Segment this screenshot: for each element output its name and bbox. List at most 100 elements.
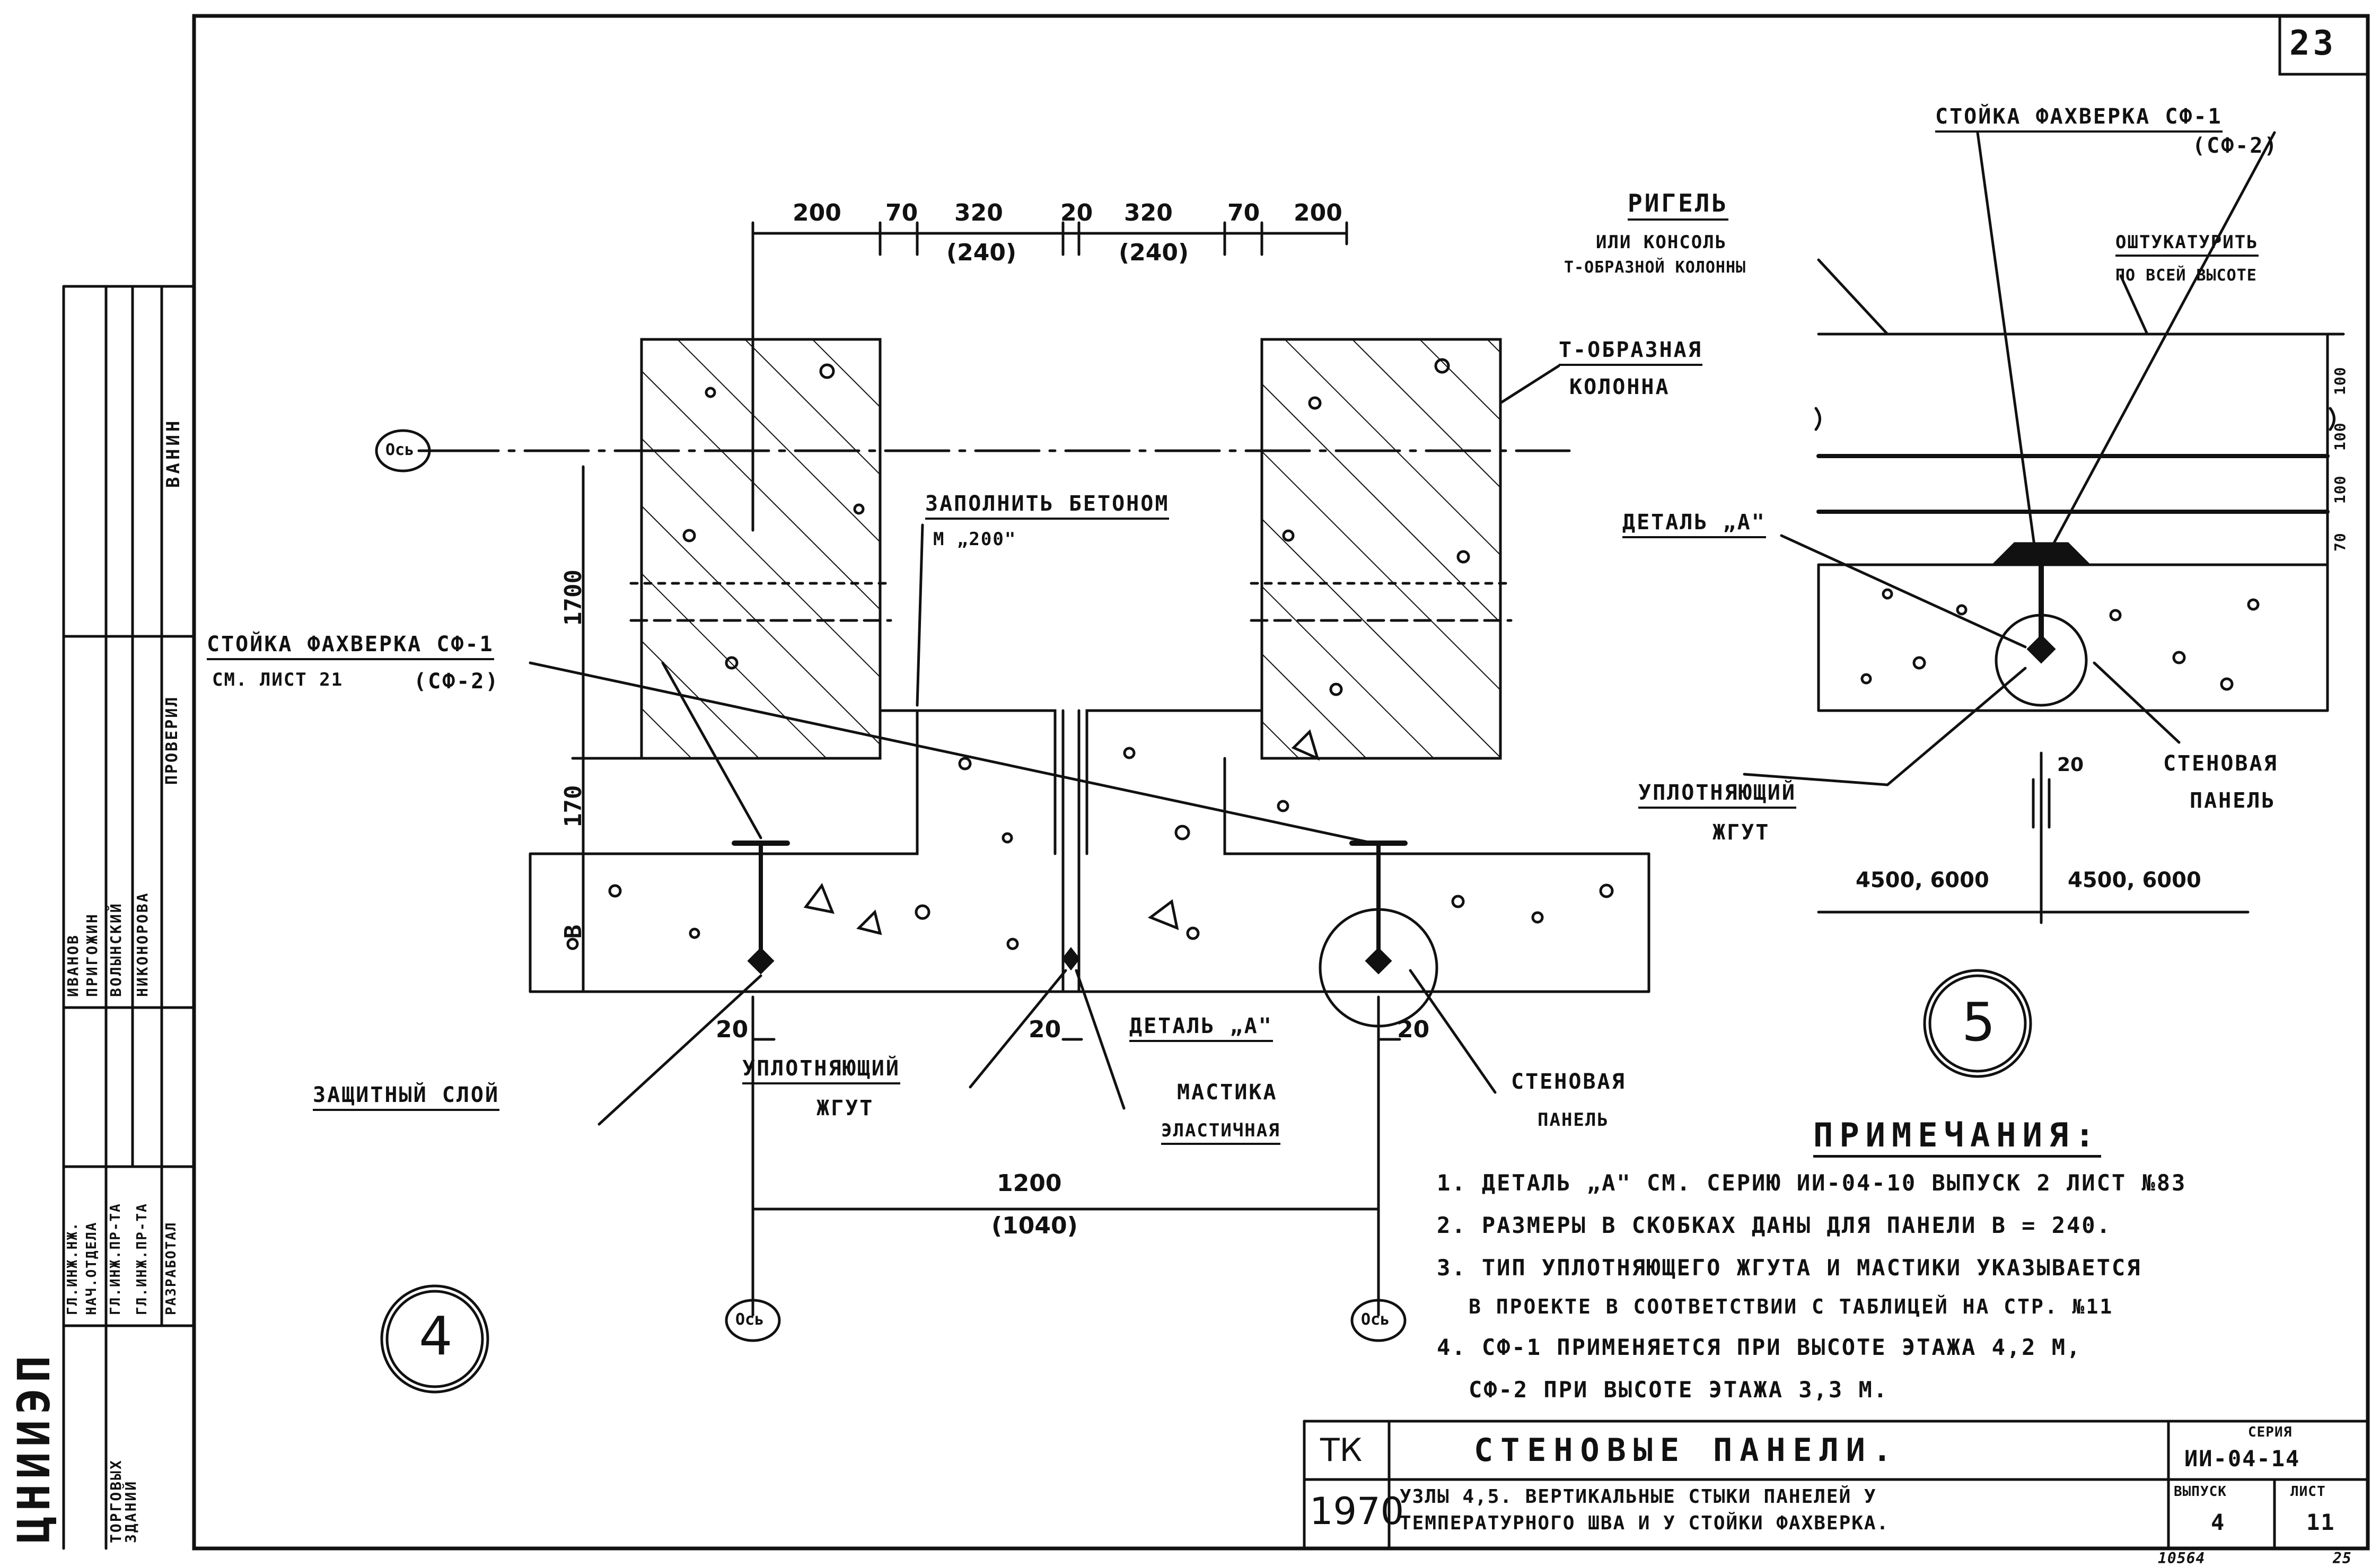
d5-label-panel-2: ПАНЕЛЬ xyxy=(2190,789,2276,813)
dim-320-left: 320 xyxy=(954,199,1003,226)
d5-span-right: 4500, 6000 xyxy=(2068,868,2201,892)
label-seal-1: УПЛОТНЯЮЩИЙ xyxy=(742,1058,900,1084)
dim-20-mid: 20 xyxy=(1060,199,1093,226)
issue-label: ВЫПУСК xyxy=(2174,1484,2227,1500)
d5-label-post-alt: (СФ-2) xyxy=(2192,134,2279,158)
dim-320-right: 320 xyxy=(1124,199,1173,226)
strip-role-2: ГЛ.ИНЖ.ПР-ТА xyxy=(108,1203,124,1315)
left-strip-grid xyxy=(62,285,196,1550)
sheet-subtitle-2: ТЕМПЕРАТУРНОГО ШВА И У СТОЙКИ ФАХВЕРКА. xyxy=(1400,1512,1890,1534)
label-t-column-1: Т-ОБРАЗНАЯ xyxy=(1559,339,1702,366)
bottom-left-number: 10564 xyxy=(2158,1550,2206,1567)
label-seal-2: ЖГУТ xyxy=(816,1096,874,1120)
dim-200-right: 200 xyxy=(1294,199,1342,226)
detail-5-number: 5 xyxy=(1962,991,1996,1053)
sheet-title: СТЕНОВЫЕ ПАНЕЛИ. xyxy=(1474,1432,1899,1469)
dim-200-left: 200 xyxy=(793,199,841,226)
axis-bubble-top xyxy=(375,429,431,472)
org-name: ЦНИИЭП xyxy=(8,1350,60,1543)
strip-name-1: ПРИГОЖИН xyxy=(83,913,101,997)
strip-name-3: НИКОНОРОВА xyxy=(134,891,151,997)
dim-1200: 1200 xyxy=(997,1170,1062,1197)
dim-240-right: (240) xyxy=(1119,239,1189,266)
strip-role-1: НАЧ.ОТДЕЛА xyxy=(84,1221,100,1315)
sheet-subtitle-1: УЗЛЫ 4,5. ВЕРТИКАЛЬНЫЕ СТЫКИ ПАНЕЛЕЙ У xyxy=(1400,1486,1877,1508)
title-block-grid xyxy=(1303,1420,2369,1550)
d5-label-plaster-1: ОШТУКАТУРИТЬ xyxy=(2115,233,2259,257)
dim-70-left: 70 xyxy=(885,199,918,226)
title-code: ТК xyxy=(1320,1432,1363,1469)
dim-240-left: (240) xyxy=(946,239,1017,266)
sheet-label: ЛИСТ xyxy=(2290,1484,2326,1500)
bottom-right-number: 25 xyxy=(2333,1550,2352,1567)
strip-role-0: ГЛ.ИНЖ.НЖ. xyxy=(65,1221,81,1315)
d5-dim-20: 20 xyxy=(2057,754,2084,776)
d5-label-post-1: СТОЙКА ФАХВЕРКА СФ-1 xyxy=(1935,106,2223,133)
title-year: 1970 xyxy=(1310,1490,1404,1533)
note-4-cont: СФ-2 ПРИ ВЫСОТЕ ЭТАЖА 3,3 М. xyxy=(1469,1377,1889,1403)
label-mastic-1: МАСТИКА xyxy=(1177,1080,1278,1105)
d5-label-rigel-1: РИГЕЛЬ xyxy=(1628,191,1729,221)
d5-dim-100-b: 100 xyxy=(2331,422,2349,451)
sheet-frame xyxy=(192,14,2370,1551)
dim-1700: 1700 xyxy=(560,570,587,626)
label-fill-grade: М „200" xyxy=(933,529,1017,550)
note-4: 4. СФ-1 ПРИМЕНЯЕТСЯ ПРИ ВЫСОТЕ ЭТАЖА 4,2… xyxy=(1437,1334,2082,1360)
d5-span-left: 4500, 6000 xyxy=(1856,868,1989,892)
strip-role-3: ГЛ.ИНЖ.ПР-ТА xyxy=(134,1203,150,1315)
note-3: 3. ТИП УПЛОТНЯЮЩЕГО ЖГУТА И МАСТИКИ УКАЗ… xyxy=(1437,1255,2142,1281)
series-label: СЕРИЯ xyxy=(2248,1424,2293,1440)
note-2: 2. РАЗМЕРЫ В СКОБКАХ ДАНЫ ДЛЯ ПАНЕЛИ В =… xyxy=(1437,1212,2112,1238)
label-mastic-2: ЭЛАСТИЧНАЯ xyxy=(1161,1122,1280,1145)
d5-dim-100-c: 100 xyxy=(2331,475,2349,504)
axis-bubble-left xyxy=(725,1299,781,1342)
d5-dim-100-a: 100 xyxy=(2331,366,2349,395)
d5-label-rigel-3: Т-ОБРАЗНОЙ КОЛОННЫ xyxy=(1564,258,1746,277)
detail-4-circle xyxy=(380,1284,489,1394)
dim-b: В xyxy=(560,924,587,939)
note-1: 1. ДЕТАЛЬ „А" СМ. СЕРИЮ ИИ-04-10 ВЫПУСК … xyxy=(1437,1170,2187,1196)
strip-name-2: ВОЛЫНСКИЙ xyxy=(107,902,125,997)
d5-dim-70: 70 xyxy=(2331,532,2349,551)
label-panel-2: ПАНЕЛЬ xyxy=(1538,1109,1609,1131)
label-post-1: СТОЙКА ФАХВЕРКА СФ-1 xyxy=(207,634,494,660)
label-post-2: СМ. ЛИСТ 21 xyxy=(212,669,344,690)
d5-label-panel-1: СТЕНОВАЯ xyxy=(2163,751,2278,776)
label-fill-concrete: ЗАПОЛНИТЬ БЕТОНОМ xyxy=(925,493,1170,520)
detail-4-drawing xyxy=(417,221,1650,1317)
dim-20-c: 20 xyxy=(1397,1016,1430,1043)
detail-5-drawing xyxy=(1743,131,2345,924)
dim-1040: (1040) xyxy=(991,1212,1078,1239)
label-detail-a: ДЕТАЛЬ „А" xyxy=(1129,1016,1273,1042)
sheet-value: 11 xyxy=(2306,1509,2335,1535)
strip-top-label: ВАНИН xyxy=(163,417,184,488)
axis-label-left: Ось xyxy=(735,1310,765,1329)
strip-name-0: ИВАНОВ xyxy=(64,933,82,997)
axis-label-top: Ось xyxy=(385,441,415,459)
d5-label-plaster-2: ПО ВСЕЙ ВЫСОТЕ xyxy=(2115,266,2257,285)
note-3-cont: В ПРОЕКТЕ В СООТВЕТСТВИИ С ТАБЛИЦЕЙ НА С… xyxy=(1469,1295,2114,1318)
dim-70-right: 70 xyxy=(1227,199,1260,226)
dim-170: 170 xyxy=(560,785,587,827)
org-subtitle: ТОРГОВЫХ ЗДАНИЙ xyxy=(107,1459,139,1543)
label-t-column-2: КОЛОННА xyxy=(1569,375,1670,399)
dim-20-a: 20 xyxy=(716,1016,749,1043)
axis-label-right: Ось xyxy=(1361,1310,1390,1329)
dim-20-b: 20 xyxy=(1029,1016,1061,1043)
page-number: 23 xyxy=(2289,24,2337,63)
label-post-alt: (СФ-2) xyxy=(414,669,500,694)
detail-4-number: 4 xyxy=(419,1305,453,1367)
series-value: ИИ-04-14 xyxy=(2184,1446,2300,1472)
notes-title: ПРИМЕЧАНИЯ: xyxy=(1813,1119,2101,1158)
label-protective-layer: ЗАЩИТНЫЙ СЛОЙ xyxy=(313,1084,500,1111)
page-number-box xyxy=(2278,14,2369,76)
strip-role-5: ПРОВЕРИЛ xyxy=(163,695,181,785)
axis-bubble-right xyxy=(1350,1299,1407,1342)
d5-label-seal-1: УПЛОТНЯЮЩИЙ xyxy=(1638,782,1796,809)
detail-5-circle xyxy=(1923,969,2032,1078)
d5-label-seal-2: ЖГУТ xyxy=(1712,820,1770,845)
strip-role-4: РАЗРАБОТАЛ xyxy=(163,1221,179,1315)
label-panel-1: СТЕНОВАЯ xyxy=(1511,1070,1626,1094)
